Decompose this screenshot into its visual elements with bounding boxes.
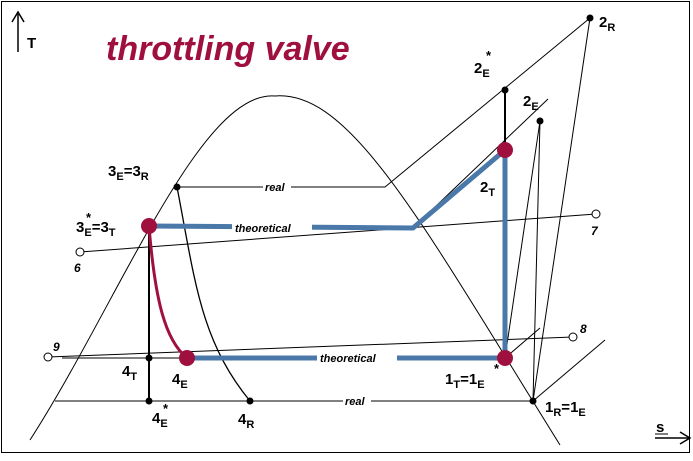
label-1R1E: 1R=1E [545, 399, 586, 419]
dot-4R [246, 397, 254, 405]
dot-3Estar3T [141, 218, 157, 234]
label-2R: 2R [599, 14, 615, 34]
real-bottom-bg [343, 394, 371, 407]
theoretical-top-bg [232, 220, 312, 233]
label-4R: 4R [238, 411, 254, 431]
isobar-label-8: 8 [580, 322, 587, 336]
svg-text:*: * [163, 401, 169, 416]
t-axis-label: T [27, 35, 36, 52]
label-2Estar: 2E * [474, 48, 492, 80]
label-theoretical-top: theoretical [235, 223, 292, 235]
svg-text:4T: 4T [122, 363, 137, 383]
dot-2T [497, 142, 513, 158]
isobar-low-superheat [532, 339, 606, 402]
label-4T: 4T [122, 363, 137, 383]
dot-1T1E [497, 350, 513, 366]
compression-real [532, 17, 591, 402]
label-real-top: real [265, 182, 286, 194]
isobar-9-8 [47, 336, 574, 358]
svg-text:2R: 2R [599, 14, 615, 34]
s-axis-arrow [655, 431, 692, 445]
svg-text:4R: 4R [238, 411, 254, 431]
label-3E3R: 3E=3R [108, 163, 149, 183]
dot-3E3R [173, 183, 181, 191]
throttle-real-curve [176, 186, 251, 402]
isobar-label-6: 6 [74, 261, 81, 275]
svg-text:3E=3T: 3E=3T [76, 219, 116, 239]
compression-eff-2 [504, 120, 541, 359]
dot-2R [586, 14, 594, 22]
dot-1R1E [529, 397, 537, 405]
svg-text:2T: 2T [480, 179, 495, 199]
dot-4T [145, 354, 153, 362]
state-dots-large [141, 142, 513, 366]
theoretical-bottom-bg [317, 351, 397, 364]
isobar-end-7 [591, 209, 601, 219]
isobar-label-9: 9 [53, 340, 60, 354]
svg-text:4E: 4E [172, 371, 188, 391]
saturation-dome [29, 95, 561, 446]
svg-text:2E: 2E [474, 60, 490, 80]
label-3Estar3T: 3E=3T * [76, 210, 116, 239]
t-axis-arrow [11, 10, 25, 52]
isobar-6-7 [79, 213, 597, 253]
label-4E: 4E [172, 371, 188, 391]
dot-2E [536, 117, 544, 125]
svg-text:2E: 2E [523, 93, 539, 113]
label-real-bottom: real [345, 396, 366, 408]
dot-4E [179, 350, 195, 366]
isobar-end-8 [568, 332, 578, 342]
label-2E: 2E [523, 93, 539, 113]
svg-text:4E: 4E [152, 410, 168, 430]
svg-text:*: * [86, 210, 92, 225]
svg-text:*: * [486, 48, 492, 63]
label-theoretical-bottom: theoretical [320, 353, 377, 365]
dot-4Estar [145, 397, 153, 405]
label-4Estar: 4E * [152, 401, 169, 430]
s-axis-label: s [656, 419, 664, 436]
svg-text:*: * [494, 361, 500, 376]
diagram-border [1, 1, 690, 453]
diagram-title: throttling valve [106, 30, 350, 68]
real-top-bg [263, 180, 291, 193]
isobar-end-9 [43, 352, 53, 362]
state-dots-small [145, 14, 594, 405]
svg-text:1T=1E: 1T=1E [445, 371, 485, 391]
svg-text:3E=3R: 3E=3R [108, 163, 149, 183]
label-2T: 2T [480, 179, 495, 199]
isobar-label-7: 7 [591, 224, 599, 238]
isobar-end-6 [75, 247, 85, 257]
label-1T1E: 1T=1E * [445, 361, 500, 391]
dot-2Estar [501, 86, 509, 94]
compression-eff [532, 120, 541, 402]
throttle-theoretical-curve [147, 225, 188, 360]
isobar-high-superheat [384, 17, 591, 188]
svg-text:1R=1E: 1R=1E [545, 399, 586, 419]
